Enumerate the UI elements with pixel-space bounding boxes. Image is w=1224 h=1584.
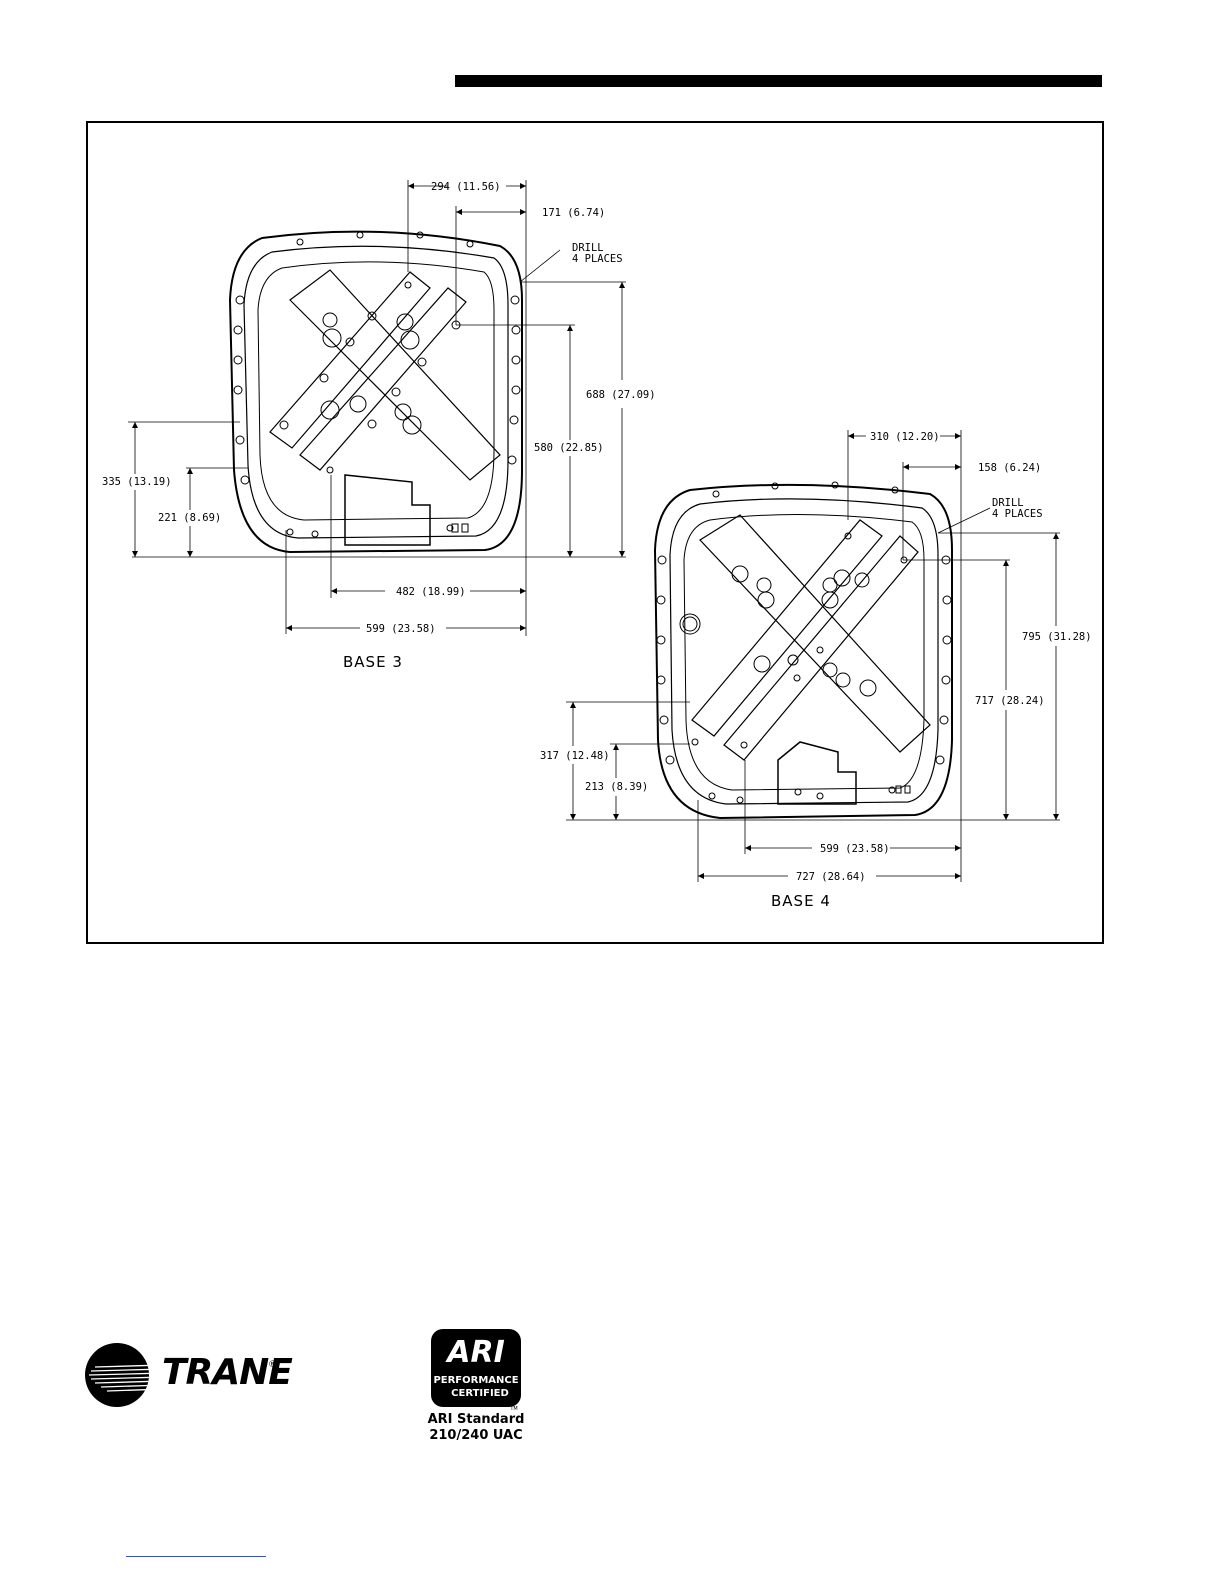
base4-dim-213: 213 (8.39) xyxy=(585,781,648,793)
base3-dim-599: 599 (23.58) xyxy=(366,623,436,635)
ari-certified-text: CERTIFIED xyxy=(451,1388,509,1399)
ari-standard-caption: ARI Standard 210/240 UAC xyxy=(420,1412,532,1444)
footer-link-underline[interactable] xyxy=(126,1556,266,1557)
base3-dim-221: 221 (8.69) xyxy=(158,512,221,524)
ari-trademark: TM xyxy=(509,1406,517,1410)
base3-drill-places: 4 PLACES xyxy=(572,253,623,265)
base3-dim-335: 335 (13.19) xyxy=(102,476,172,488)
trane-wordmark: TRANE xyxy=(162,1352,292,1393)
base4-dimension-lines xyxy=(566,430,1060,882)
ari-standard-line2: 210/240 UAC xyxy=(420,1428,532,1444)
base3-drawing xyxy=(230,232,522,552)
base4-dim-599: 599 (23.58) xyxy=(820,843,890,855)
base3-label: BASE 3 xyxy=(343,653,403,671)
base4-dim-310: 310 (12.20) xyxy=(870,431,940,443)
base3-dim-580: 580 (22.85) xyxy=(534,442,604,454)
ari-logo-text: ARI xyxy=(445,1335,504,1370)
ari-standard-line1: ARI Standard xyxy=(420,1412,532,1428)
base4-dimension-arrows xyxy=(570,433,1059,879)
registered-mark: ® xyxy=(268,1360,277,1370)
base4-dim-158: 158 (6.24) xyxy=(978,462,1041,474)
base4-label: BASE 4 xyxy=(771,892,831,910)
base4-drawing xyxy=(655,482,952,818)
base4-dim-795: 795 (31.28) xyxy=(1022,631,1092,643)
ari-performance-text: PERFORMANCE xyxy=(433,1375,518,1386)
ari-certified-badge: ARI PERFORMANCE CERTIFIED TM xyxy=(430,1328,522,1410)
base4-drill-places: 4 PLACES xyxy=(992,508,1043,520)
base4-dimension-text: 310 (12.20) 158 (6.24) DRILL 4 PLACES 79… xyxy=(540,431,1092,910)
base3-dimension-text: 294 (11.56) 171 (6.74) DRILL 4 PLACES 68… xyxy=(102,181,656,671)
base4-dim-317: 317 (12.48) xyxy=(540,750,610,762)
base3-dim-482: 482 (18.99) xyxy=(396,586,466,598)
base3-dimension-arrows xyxy=(132,183,625,631)
base3-dim-171: 171 (6.74) xyxy=(542,207,605,219)
base4-dim-727: 727 (28.64) xyxy=(796,871,866,883)
base4-dim-717: 717 (28.24) xyxy=(975,695,1045,707)
base3-dim-688: 688 (27.09) xyxy=(586,389,656,401)
base3-dim-294: 294 (11.56) xyxy=(431,181,501,193)
base3-dimension-lines xyxy=(128,180,626,636)
